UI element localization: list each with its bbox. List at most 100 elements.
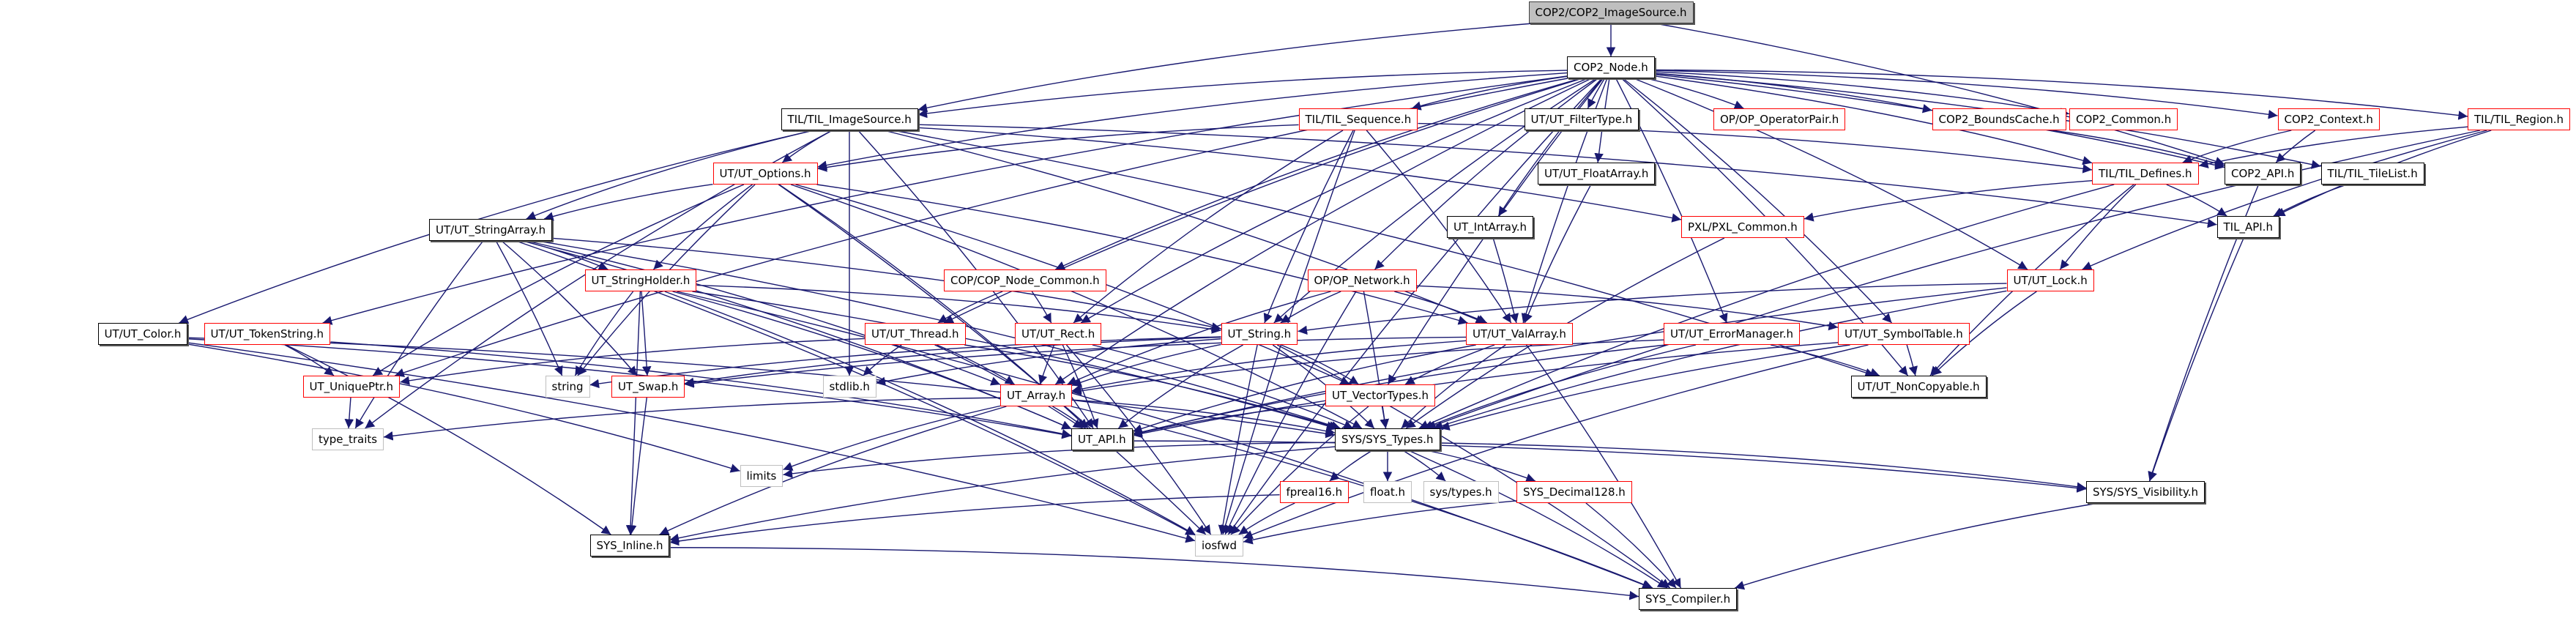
graph-node-bcache[interactable]: COP2_BoundsCache.h [1932, 108, 2066, 130]
graph-node-strarr[interactable]: UT/UT_StringArray.h [429, 219, 553, 241]
graph-node-uniq[interactable]: UT_UniquePtr.h [302, 376, 401, 398]
graph-node-node[interactable]: COP2_Node.h [1567, 56, 1655, 78]
graph-node-dec128[interactable]: SYS_Decimal128.h [1516, 481, 1632, 503]
graph-node-utlock[interactable]: UT/UT_Lock.h [2006, 269, 2094, 291]
graph-node-floatarr[interactable]: UT/UT_FloatArray.h [1538, 163, 1656, 185]
graph-node-limits: limits [740, 465, 783, 487]
edge-strhold-to-systypes [692, 291, 1336, 431]
edge-floatarr-to-valarr [1524, 184, 1592, 324]
edge-systypes-to-inline [669, 446, 1336, 543]
graph-node-compiler[interactable]: SYS_Compiler.h [1639, 588, 1738, 610]
edge-node-to-iosfwd [1227, 78, 1603, 535]
graph-node-tilapi[interactable]: TIL_API.h [2216, 216, 2279, 238]
graph-node-array[interactable]: UT_Array.h [1000, 384, 1073, 406]
edge-vectypes-to-systypes [1380, 406, 1389, 429]
edge-node-to-filter [1587, 78, 1606, 109]
edge-fpreal-to-inline [669, 494, 1280, 546]
graph-node-typetraits: type_traits [312, 428, 384, 450]
graph-node-symtab[interactable]: UT/UT_SymbolTable.h [1838, 323, 1970, 345]
graph-node-opnet[interactable]: OP/OP_Network.h [1307, 269, 1417, 291]
graph-node-token[interactable]: UT/UT_TokenString.h [204, 323, 331, 345]
edge-token-to-uniq [284, 344, 335, 376]
edge-valarr-to-utapi [1132, 344, 1476, 433]
graph-node-string[interactable]: UT_String.h [1221, 323, 1298, 345]
edge-node-to-options [817, 72, 1568, 170]
edge-inline-to-compiler [669, 547, 1639, 600]
graph-node-tilseq[interactable]: TIL/TIL_Sequence.h [1298, 108, 1418, 130]
edge-strarr-to-stdstr [495, 240, 563, 376]
edge-region-to-utlock [2082, 130, 2487, 270]
graph-node-noncopy[interactable]: UT/UT_NonCopyable.h [1850, 376, 1987, 398]
graph-node-utapi[interactable]: UT_API.h [1071, 428, 1133, 450]
graph-node-options[interactable]: UT/UT_Options.h [712, 163, 818, 185]
graph-node-pxl[interactable]: PXL/PXL_Common.h [1681, 216, 1804, 238]
graph-node-tilimg[interactable]: TIL/TIL_ImageSource.h [781, 108, 918, 130]
edge-opnet-to-string [1280, 291, 1341, 324]
graph-node-visib[interactable]: SYS/SYS_Visibility.h [2086, 481, 2205, 503]
edge-options-to-strarr [543, 183, 713, 221]
graph-node-rect[interactable]: UT/UT_Rect.h [1015, 323, 1102, 345]
edge-tilimg-to-valarr [883, 130, 1486, 324]
edge-options-to-valarr [816, 184, 1468, 325]
graph-node-capi[interactable]: COP2_API.h [2225, 163, 2301, 185]
graph-node-copnode[interactable]: COP/COP_Node_Common.h [944, 269, 1106, 291]
edge-array-to-limits [783, 405, 1001, 471]
edge-systypes-to-visib [1440, 442, 2087, 491]
edge-valarr-to-swap [684, 336, 1467, 388]
graph-node-tildef[interactable]: TIL/TIL_Defines.h [2092, 163, 2199, 185]
edge-options-to-systypes [790, 184, 1363, 429]
edge-token-to-inline [286, 344, 611, 535]
edge-systypes-to-dec128 [1426, 450, 1536, 483]
edge-thread-to-systypes [964, 344, 1339, 431]
graph-node-region[interactable]: TIL/TIL_Region.h [2468, 108, 2571, 130]
edge-strarr-to-array [526, 240, 1001, 386]
edge-node-to-opnet [1374, 78, 1598, 270]
edge-utlock-to-utapi [1132, 287, 2007, 437]
edge-rect-to-array [1038, 344, 1055, 385]
edge-string-to-stdstr [589, 336, 1221, 389]
edge-bcache-to-capi [2052, 130, 2225, 168]
graph-node-common[interactable]: COP2_Common.h [2069, 108, 2178, 130]
graph-node-inline[interactable]: SYS_Inline.h [589, 535, 670, 557]
edge-tilelist-to-tilapi [2273, 184, 2348, 217]
graph-node-systyp: sys/types.h [1423, 481, 1499, 503]
edge-systypes-to-limits [783, 442, 1336, 479]
graph-node-swap[interactable]: UT_Swap.h [611, 376, 685, 398]
edge-array-to-utapi [1052, 406, 1086, 429]
edge-valarr-to-array [1071, 340, 1467, 394]
edge-swap-to-inline [627, 397, 647, 535]
edge-tilseq-to-string [1263, 130, 1354, 324]
graph-node-errmgr[interactable]: UT/UT_ErrorManager.h [1664, 323, 1801, 345]
edge-tilapi-to-visib [2148, 237, 2244, 482]
edge-dec128-to-compiler [1585, 502, 1677, 589]
edge-root-to-capi [1655, 23, 2225, 166]
edge-token-to-utapi [330, 341, 1072, 439]
graph-node-context[interactable]: COP2_Context.h [2277, 108, 2380, 130]
graph-node-strhold[interactable]: UT_StringHolder.h [584, 269, 697, 291]
graph-node-vectypes[interactable]: UT_VectorTypes.h [1325, 384, 1435, 406]
edge-opnet-to-valarr [1394, 291, 1488, 324]
edge-vectypes-to-iosfwd [1230, 406, 1369, 535]
edge-strarr-to-swap [501, 240, 638, 376]
edge-string-to-utapi [1117, 344, 1243, 429]
edge-string-to-vectypes [1281, 344, 1359, 385]
graph-node-color[interactable]: UT/UT_Color.h [97, 323, 188, 345]
edge-tildef-to-systypes [1418, 184, 2115, 429]
edge-node-to-common [1654, 71, 2070, 117]
graph-node-valarr[interactable]: UT/UT_ValArray.h [1466, 323, 1573, 345]
graph-node-filter[interactable]: UT/UT_FilterType.h [1524, 108, 1639, 130]
graph-node-fpreal[interactable]: fpreal16.h [1279, 481, 1350, 503]
graph-node-tilelist[interactable]: TIL/TIL_TileList.h [2320, 163, 2424, 185]
edge-symtab-to-noncopy [1906, 344, 1918, 376]
edge-strarr-to-typetraits [354, 240, 484, 429]
edge-strhold-to-stdstr [574, 291, 634, 376]
graph-node-systypes[interactable]: SYS/SYS_Types.h [1335, 428, 1440, 450]
edge-string-to-stdlib [876, 338, 1221, 387]
graph-node-thread[interactable]: UT/UT_Thread.h [865, 323, 966, 345]
edge-tilseq-to-options [817, 124, 1299, 172]
graph-node-oppair[interactable]: OP/OP_OperatorPair.h [1713, 108, 1846, 130]
edge-symtab-to-systypes [1440, 344, 1850, 431]
edge-node-to-tildef [1654, 75, 2093, 165]
graph-node-intarr[interactable]: UT_IntArray.h [1447, 216, 1533, 238]
